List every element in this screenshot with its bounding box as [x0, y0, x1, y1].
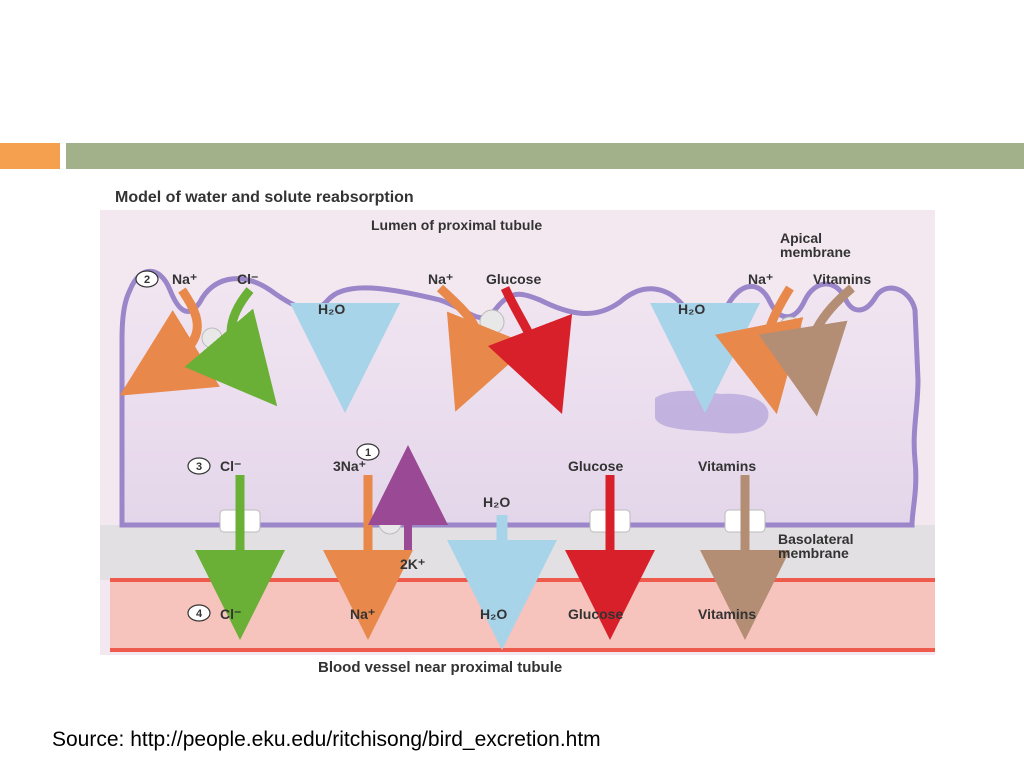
label-vitamins-blood: Vitamins [698, 606, 756, 622]
step-circle-1 [356, 443, 380, 461]
label-vitamins-basolateral: Vitamins [698, 458, 756, 474]
accent-bar-orange [0, 143, 60, 169]
label-na-apical-2: Na⁺ [428, 271, 453, 287]
label-na-blood: Na⁺ [350, 606, 375, 622]
label-h2o-apical-1: H₂O [318, 301, 345, 317]
arrow-vitamins-apical [758, 284, 855, 417]
apical-transporter-3 [778, 316, 802, 340]
label-h2o-apical-2: H₂O [678, 301, 705, 317]
label-na-apical-3: Na⁺ [748, 271, 773, 287]
step-number-1: 1 [365, 447, 371, 459]
apical-transporter-2 [479, 309, 505, 335]
label-glucose-apical: Glucose [486, 271, 541, 287]
label-glucose-blood: Glucose [568, 606, 623, 622]
label-na-apical-1: Na⁺ [172, 271, 197, 287]
step-circle-3 [187, 457, 211, 475]
lumen-label: Lumen of proximal tubule [371, 217, 542, 233]
label-3na-basolateral: 3Na⁺ [333, 458, 366, 474]
arrow-na-apical-2 [436, 284, 531, 412]
blood-vessel-label: Blood vessel near proximal tubule [318, 659, 562, 676]
step-number-3: 3 [196, 461, 202, 473]
label-cl-basolateral: Cl⁻ [220, 458, 241, 474]
reabsorption-diagram: 2 1 3 4 Model of water and solute reabso… [100, 180, 940, 680]
label-cl-apical: Cl⁻ [237, 271, 258, 287]
apical-transporter-1 [201, 327, 223, 349]
apical-label-line2: membrane [780, 244, 851, 260]
accent-bar-green [66, 143, 1024, 169]
label-cl-blood: Cl⁻ [220, 606, 241, 622]
step-circle-2 [135, 270, 159, 288]
basolateral-label-line1: Basolateral [778, 531, 853, 547]
arrow-glucose-apical [487, 286, 573, 415]
diagram-title: Model of water and solute reabsorption [115, 189, 414, 206]
apical-label-line1: Apical [780, 230, 822, 246]
step-circle-4 [187, 604, 211, 622]
diagram-svg: 2 1 3 4 Model of water and solute reabso… [100, 189, 935, 676]
arrow-cl-apical [184, 287, 278, 407]
label-h2o-basolateral: H₂O [483, 494, 510, 510]
label-2k: 2K⁺ [400, 556, 425, 572]
nucleus [655, 390, 769, 434]
basolateral-label-line2: membrane [778, 545, 849, 561]
na-k-pump [378, 511, 402, 535]
step-number-2: 2 [144, 274, 150, 286]
label-h2o-blood: H₂O [480, 606, 507, 622]
source-caption: Source: http://people.eku.edu/ritchisong… [52, 728, 601, 751]
label-glucose-basolateral: Glucose [568, 458, 623, 474]
label-vitamins-apical: Vitamins [813, 271, 871, 287]
step-number-4: 4 [196, 608, 203, 620]
